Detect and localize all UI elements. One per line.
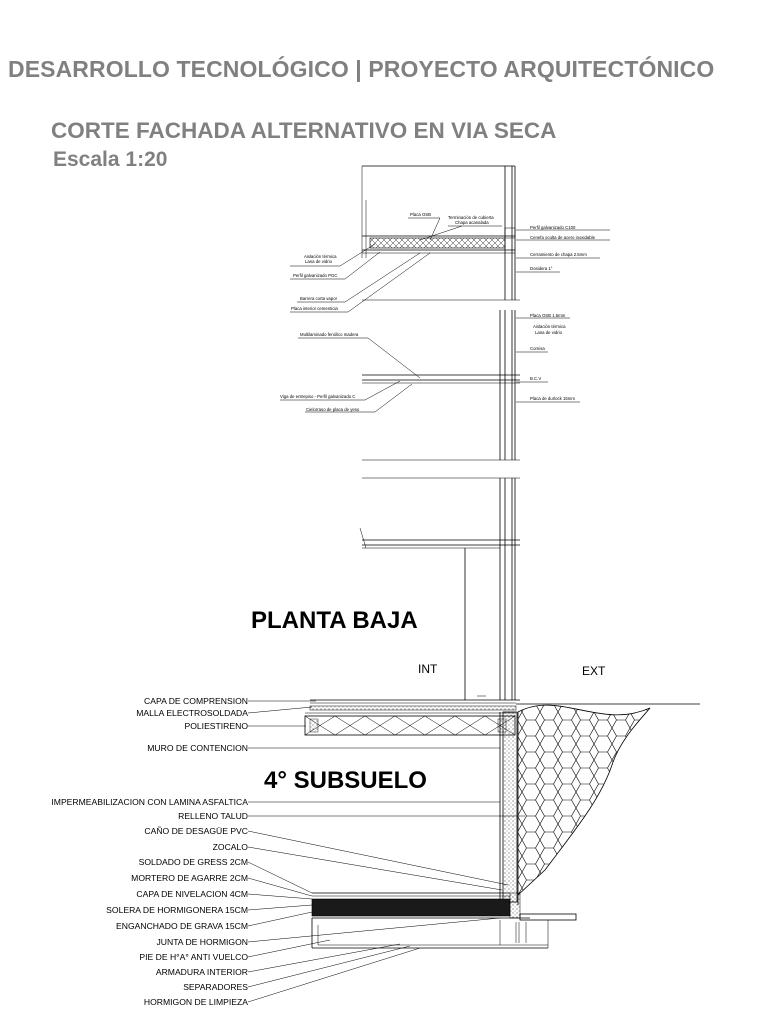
retaining-wall bbox=[499, 711, 519, 905]
mezzanine-detail bbox=[362, 299, 520, 461]
callout-malla-electrosoldada: MALLA ELECTROSOLDADA bbox=[136, 708, 248, 718]
exterior-label: EXT bbox=[582, 664, 606, 678]
roof-detail bbox=[361, 165, 516, 300]
label-perfil-c100: Perfil galvanizado C100 bbox=[530, 225, 576, 230]
callout-leaders bbox=[247, 700, 525, 1003]
callout-relleno-talud: RELLENO TALUD bbox=[178, 811, 248, 821]
callout-junta-hormigon: JUNTA DE HORMIGON bbox=[156, 937, 248, 947]
upper-leaders bbox=[280, 217, 610, 413]
basement-floor bbox=[311, 892, 577, 949]
label-placa-durlock: Placa de durlock 15mm bbox=[530, 396, 575, 401]
label-cerramiento-chapa: Cerramiento de chapa 2.5mm bbox=[530, 252, 587, 257]
section-title: CORTE FACHADA ALTERNATIVO EN VIA SECA bbox=[51, 118, 557, 143]
callout-capa-nivelacion: CAPA DE NIVELACION 4CM bbox=[136, 889, 248, 899]
label-terminacion-cubierta: Terminación de cubierta bbox=[448, 215, 494, 220]
callout-hormigon-limpieza: HORMIGON DE LIMPIEZA bbox=[144, 997, 248, 1007]
basement-label: 4° SUBSUELO bbox=[264, 767, 427, 794]
label-perfil-pgc: Perfil galvanizado PGC bbox=[293, 273, 337, 278]
label-dosidera: Dosidera 1° bbox=[530, 266, 553, 271]
callout-soldado-gress: SOLDADO DE GRESS 2CM bbox=[139, 857, 248, 867]
label-cielorraso: Cielorraso de placa de yeso bbox=[306, 407, 360, 412]
label-placa-osb-15: Placa OSB 1.5mm bbox=[530, 313, 566, 318]
callout-mortero-agarre: MORTERO DE AGARRE 2CM bbox=[131, 873, 248, 883]
page-title: DESARROLLO TECNOLÓGICO | PROYECTO ARQUIT… bbox=[8, 56, 715, 82]
upper-right-labels: Perfil galvanizado C100 Cenefa oculta de… bbox=[530, 225, 596, 401]
ground-floor-wall bbox=[359, 477, 520, 700]
callout-pie-anti-vuelco: PIE DE H°A° ANTI VUELCO bbox=[139, 952, 248, 962]
label-aislacion-termica-2: Aislación térmica bbox=[533, 324, 566, 329]
callout-impermeabilizacion: IMPERMEABILIZACION CON LAMINA ASFALTICA bbox=[51, 797, 248, 807]
callout-zocalo: ZOCALO bbox=[213, 842, 249, 852]
label-aislacion-termica: Aislación térmica bbox=[304, 254, 337, 259]
callout-separadores: SEPARADORES bbox=[183, 982, 248, 992]
callout-armadura-interior: ARMADURA INTERIOR bbox=[156, 967, 248, 977]
label-cornisa: Cornisa bbox=[530, 346, 545, 351]
label-lana-vidrio: Lana de vidrio bbox=[305, 259, 333, 264]
label-barrera-vapor: Barrera corta vapor bbox=[300, 296, 338, 301]
callout-poliestireno: POLIESTIRENO bbox=[184, 721, 248, 731]
upper-left-labels: Placa OSB Terminación de cubierta Chapa … bbox=[280, 212, 494, 412]
label-placa-osb: Placa OSB bbox=[410, 212, 431, 217]
label-lana-vidrio-2: Lana de vidrio bbox=[535, 330, 563, 335]
label-viga-entrepiso: Viga de entrepiso - Perfil galvanizado C bbox=[280, 394, 355, 399]
ground-floor-label: PLANTA BAJA bbox=[251, 607, 418, 634]
scale-label: Escala 1:20 bbox=[53, 148, 168, 171]
interior-label: INT bbox=[418, 662, 438, 676]
label-placa-cementicia: Placa interior cementicia bbox=[291, 306, 338, 311]
callout-capa-comprension: CAPA DE COMPRENSION bbox=[144, 696, 248, 706]
callout-enganchado-grava: ENGANCHADO DE GRAVA 15CM bbox=[116, 921, 248, 931]
callout-solera-hormigonera: SOLERA DE HORMIGONERA 15CM bbox=[106, 905, 248, 915]
ground-slab bbox=[304, 695, 700, 736]
slope-fill bbox=[517, 704, 651, 896]
callout-cano-desague: CAÑO DE DESAGÜE PVC bbox=[144, 826, 248, 836]
label-bcv: B.C.V bbox=[530, 376, 541, 381]
label-multilaminado: Multilaminado fenólico madera bbox=[300, 332, 359, 337]
callout-labels: CAPA DE COMPRENSION MALLA ELECTROSOLDADA… bbox=[51, 696, 248, 1007]
label-cenefa: Cenefa oculta de acero inoxidable bbox=[530, 235, 596, 240]
label-chapa-acanalada: Chapa acanalada bbox=[455, 220, 489, 225]
callout-muro-contencion: MURO DE CONTENCION bbox=[147, 743, 248, 753]
